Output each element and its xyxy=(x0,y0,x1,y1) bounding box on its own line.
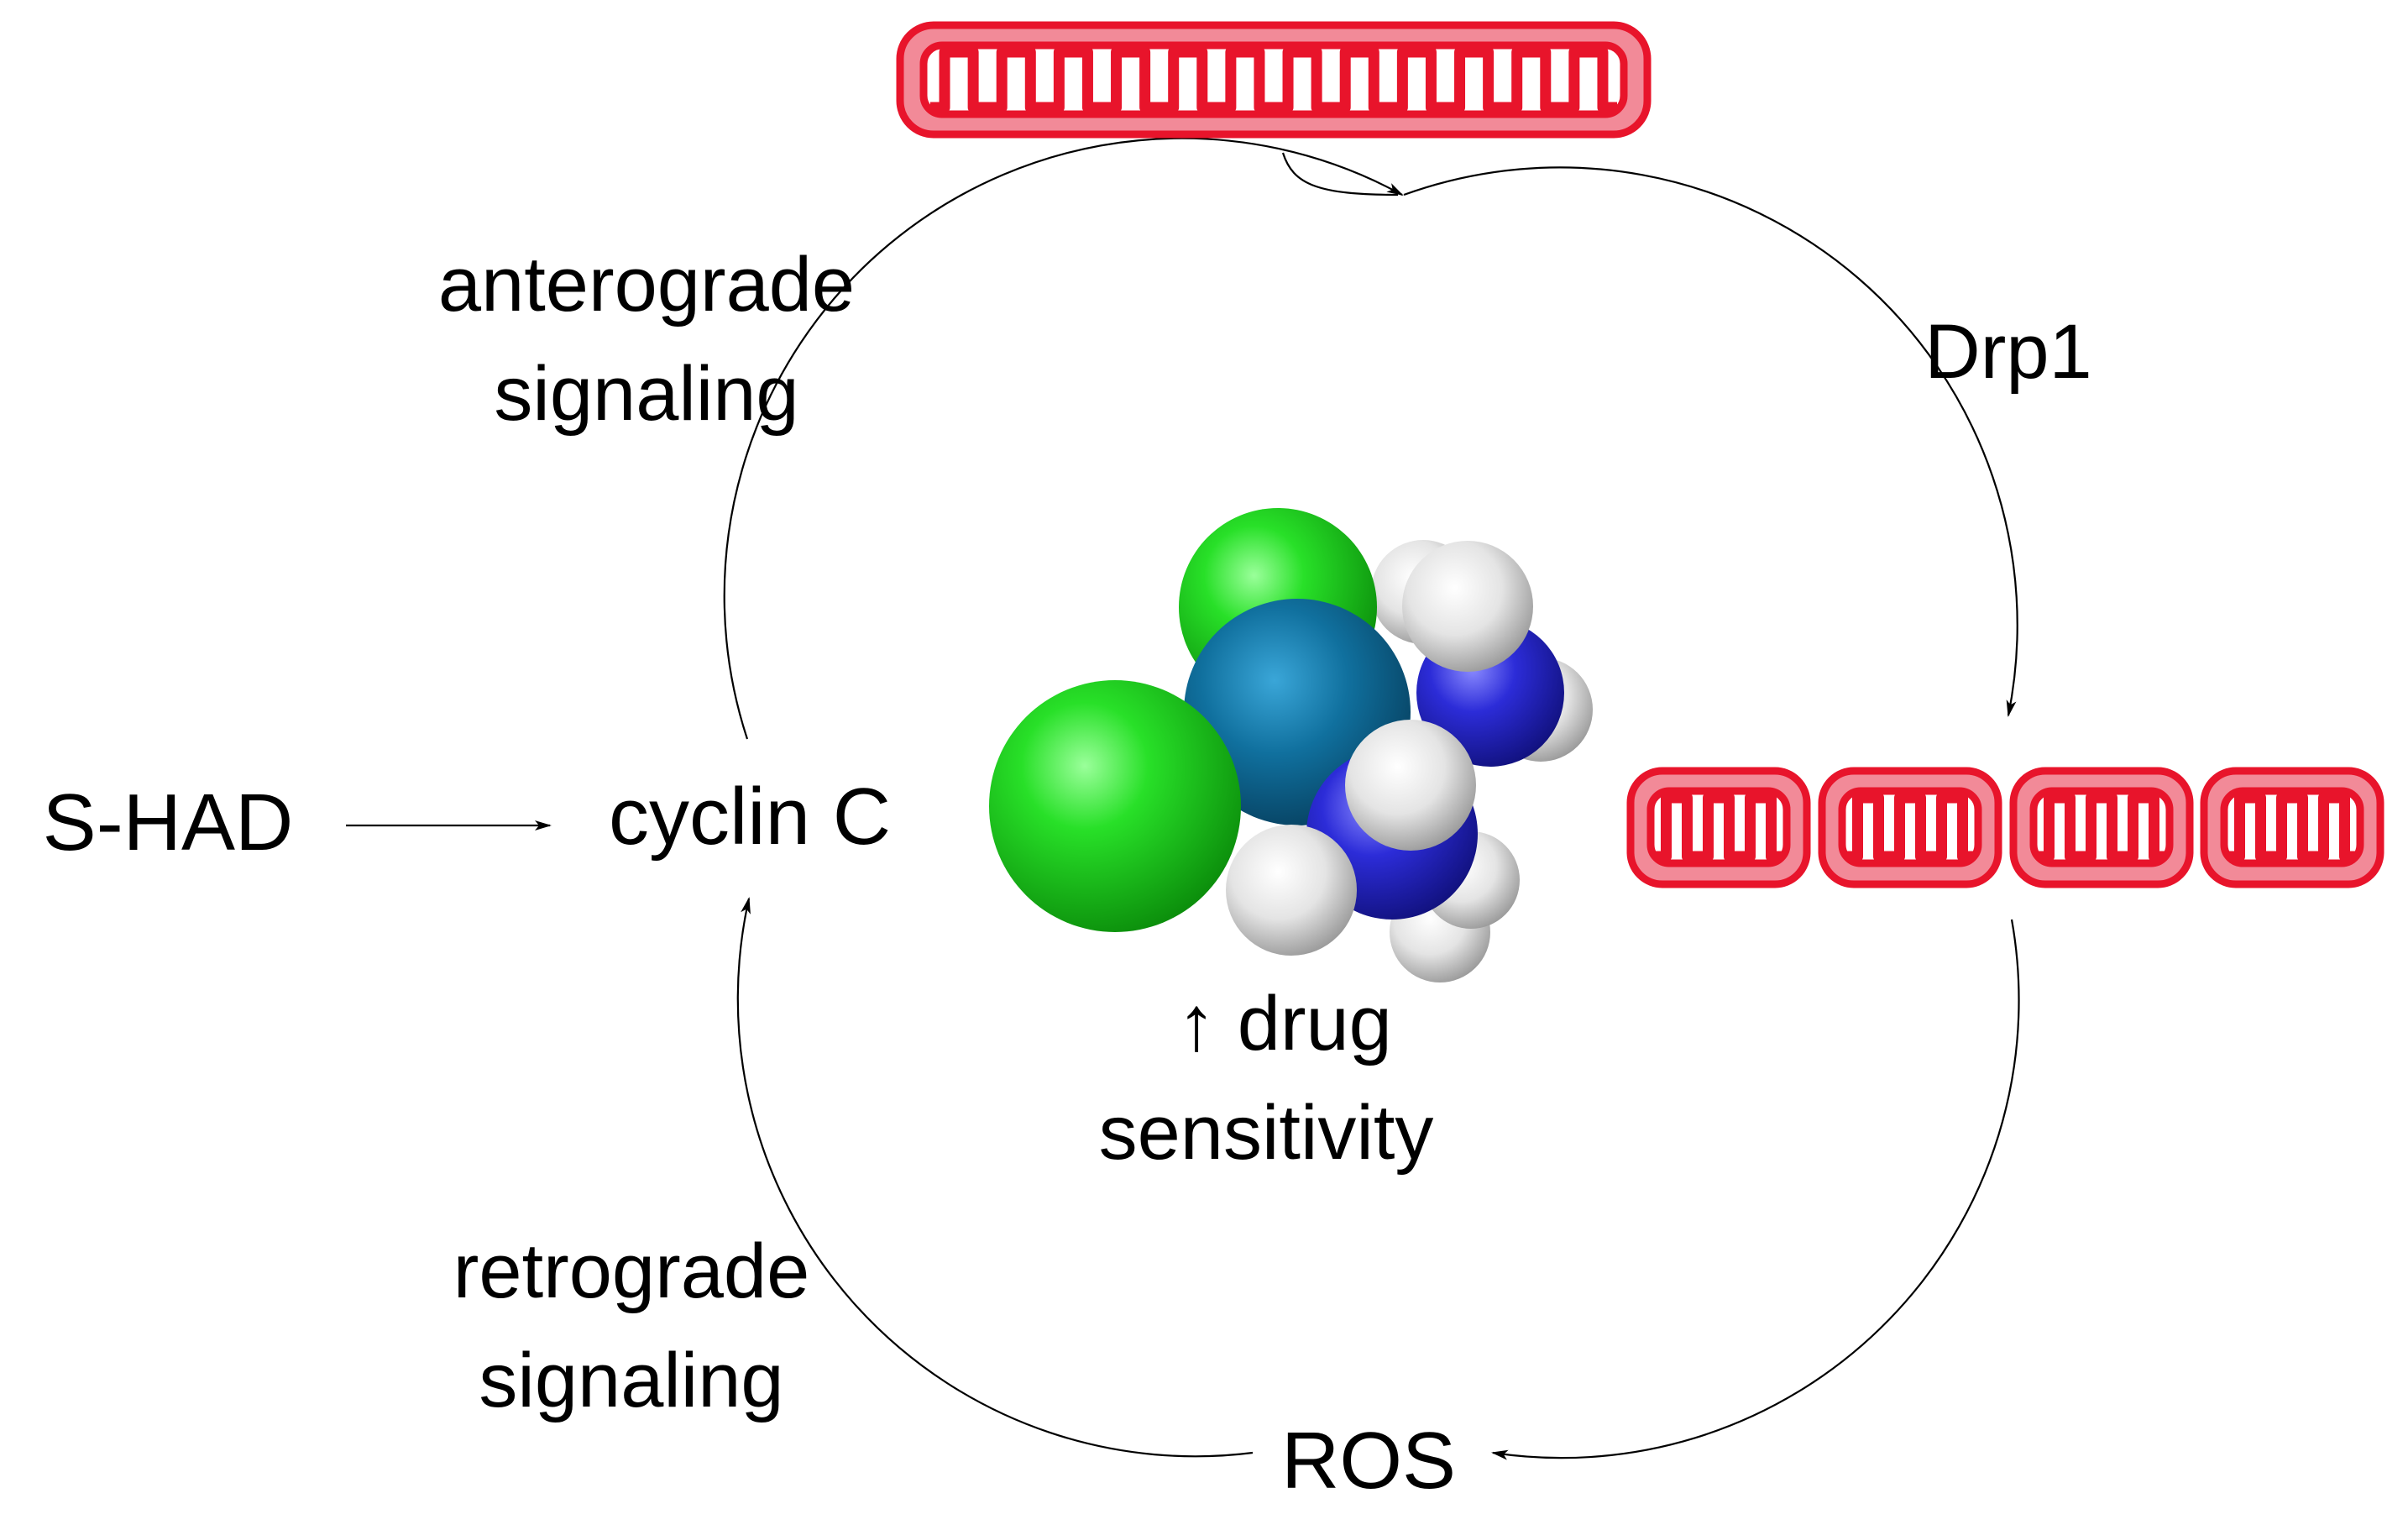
mitochondrion-fragment-icon xyxy=(1818,767,2002,888)
label-drp1: Drp1 xyxy=(1924,309,2091,395)
label-drug-sensitivity: sensitivity xyxy=(1099,1090,1434,1176)
arc-anterograde xyxy=(723,137,1404,740)
mitochondria-fragmented-icon xyxy=(1626,767,2384,888)
label-cyclin-c: cyclin C xyxy=(609,772,891,862)
label-anterograde: anterograde xyxy=(438,242,855,327)
label-anterograde-signaling: signaling xyxy=(494,351,798,437)
cisplatin-molecule-icon xyxy=(989,508,1593,982)
label-drug: ↑ drug xyxy=(1177,981,1392,1066)
mitochondrion-fused-icon xyxy=(896,21,1652,139)
arc-retrograde xyxy=(736,897,1254,1458)
label-ros: ROS xyxy=(1281,1416,1456,1506)
mitochondrion-cristae xyxy=(930,46,1617,113)
mito-to-cycle-connector xyxy=(1281,152,1399,196)
label-retrograde: retrograde xyxy=(453,1229,809,1314)
label-shad: S-HAD xyxy=(43,778,294,867)
mitochondrion-fragment-icon xyxy=(2009,767,2194,888)
arc-drp1 xyxy=(1403,166,2018,717)
mitochondrion-fragment-icon xyxy=(2200,767,2384,888)
arc-to-ros xyxy=(1491,919,2020,1460)
label-retrograde-signaling: signaling xyxy=(479,1338,783,1423)
mitochondrion-fragment-icon xyxy=(1626,767,1811,888)
